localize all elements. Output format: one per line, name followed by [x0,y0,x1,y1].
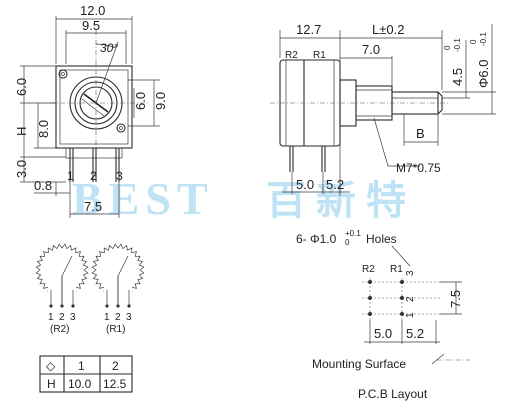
thread-label: M7*0.75 [396,161,441,175]
schematic-pin-label: 3 [126,312,132,323]
pcb-hole [368,296,372,300]
dim-width: 12.0 [80,3,105,18]
holes-dia: Φ1.0 [310,232,337,246]
pin-base [65,147,123,159]
holes-tol-zero: 0 [345,238,350,247]
watermark-best: BEST [72,173,214,224]
schematic-pin-label: 2 [59,312,65,323]
watermark-cjk: 百新特 [266,178,416,224]
dim-shaft-left: 6.0 [133,92,148,110]
dim-shaft-len: L±0.2 [372,22,404,37]
pin-label-3: 3 [116,169,123,183]
pcb-hole [400,280,404,284]
table-header-symbol: ◇ [46,359,56,373]
table-col-1: 1 [78,359,85,373]
mounting-surface-label: Mounting Surface [312,357,406,371]
table-row-label: H [47,377,56,391]
pcb-dim-vertical: 7.5 [448,290,463,308]
dim-shaft-right: 9.0 [153,92,168,110]
dim-h: H [14,127,29,136]
dim-body-len: 12.7 [296,22,321,37]
tab-hole-right [116,123,126,133]
side-dim-pitch-a: 5.0 [296,177,314,192]
schematic-terminal [71,304,75,308]
dim-flat-tol-top: 0 [443,45,452,50]
h-table: ◇ 1 2 H 10.0 12.5 [39,355,133,393]
dim-pin-pitch: 7.5 [84,199,102,214]
dim-pin-offset: 0.8 [34,178,52,193]
tab-hole-left-inner [61,72,65,76]
dim-flat-tol-bottom: -0.1 [453,38,462,52]
pcb-hole [368,280,372,284]
front-body-inner [59,69,129,145]
pcb-hole [400,312,404,316]
pcb-dim-pitch-b: 5.2 [406,326,424,341]
dim-shaft-dia: Φ6.0 [476,60,491,88]
dim-inner-width: 9.5 [82,18,100,33]
holes-prefix: 6- [296,232,307,246]
schematic-terminal [116,304,120,308]
angle-line [95,41,119,104]
tab-hole-right-inner [119,126,123,130]
side-view: R2 R1 12.7 L±0.2 7.0 4.5 0 -0.1 Φ6.0 0 -… [270,22,496,196]
pcb-label-r2: R2 [362,264,375,275]
pcb-hole [400,296,404,300]
table-value-2: 12.5 [103,377,127,391]
schematic-terminal [127,304,131,308]
pcb-label-r1: R1 [390,264,403,275]
holes-tol-plus: +0.1 [345,229,361,238]
dim-body: 8.0 [36,120,51,138]
dim-pin-len: 3.0 [14,160,29,178]
angle-arc [95,43,117,49]
dim-angle: 30° [100,41,118,55]
dim-shaft-dia-tol-bottom: -0.1 [479,32,488,46]
pcb-pin-3: 3 [405,270,416,276]
thread-leader [373,117,420,167]
pin-label-1: 1 [67,169,74,183]
holes-note: 6- Φ1.0 +0.1 0 Holes [296,229,411,267]
schematic-terminal [60,304,64,308]
tab-hole-left [58,69,68,79]
dim-bushing: 7.0 [362,42,380,57]
pcb-hole [368,312,372,316]
schematic-label: (R1) [106,324,125,335]
mounting-leader [431,353,445,365]
schematic-pin-label: 1 [104,312,110,323]
dim-flat: 4.5 [450,68,465,86]
pcb-pin-1: 1 [405,312,416,318]
pin-label-2: 2 [90,169,97,183]
holes-leader [391,245,411,267]
dim-b: B [416,126,425,141]
shaft-slot-line-2 [81,98,105,117]
front-view: 30° 1 2 3 12.0 9.5 6.0 H 8.0 3. [14,3,168,218]
schematic-label: (R2) [50,324,69,335]
schematic-terminal [49,304,53,308]
side-label-r2: R2 [285,50,298,61]
schematic-pin-label: 2 [115,312,121,323]
dim-shaft-dia-tol-top: 0 [469,39,478,44]
pcb-layout-title: P.C.B Layout [358,387,428,401]
side-dim-pitch-b: 5.2 [326,177,344,192]
dim-height-top: 6.0 [14,78,29,96]
table-col-2: 2 [112,359,119,373]
schematic-pin-label: 3 [70,312,76,323]
table-value-1: 10.0 [68,377,92,391]
schematic-pin-label: 1 [48,312,54,323]
pcb-pin-2: 2 [405,296,416,302]
holes-suffix: Holes [366,232,397,246]
schematic-terminal [105,304,109,308]
pcb-layout: R2 R1 3 2 1 7.5 5.0 5.2 Mounting Surfa [312,264,470,401]
side-label-r1: R1 [313,50,326,61]
pcb-dim-pitch-a: 5.0 [374,326,392,341]
front-body [55,65,133,149]
